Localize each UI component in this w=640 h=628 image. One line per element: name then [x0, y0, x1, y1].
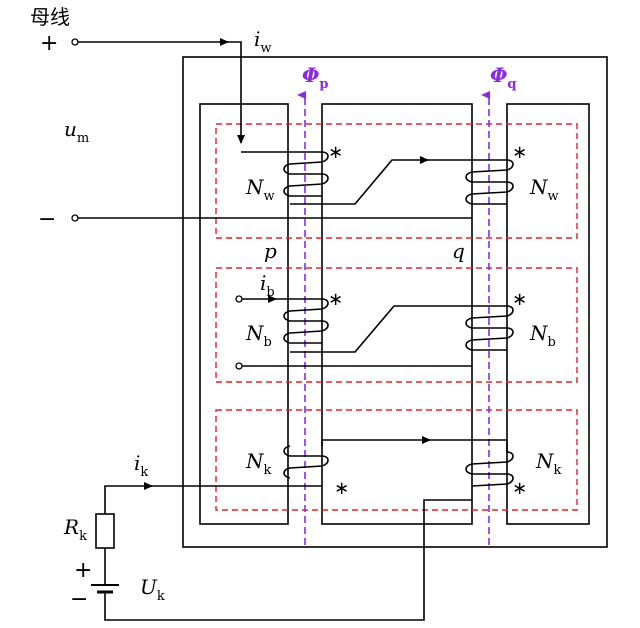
nb-input-terminal-top — [235, 295, 243, 303]
coil-nk-left — [283, 445, 329, 479]
core-window-right — [506, 103, 590, 525]
coil-nb-left — [283, 298, 329, 344]
battery-minus-sign: − — [70, 587, 88, 612]
label-um: um — [64, 117, 89, 146]
nk-top-wire — [321, 436, 431, 446]
nw-crossover-wire — [290, 156, 429, 205]
label-ik: ik — [134, 451, 148, 480]
polarity-marker-nb-right: ∗ — [512, 289, 527, 310]
bus-plus-terminal — [71, 38, 79, 46]
control-return-wire — [104, 499, 472, 621]
polarity-marker-nb-left: ∗ — [328, 289, 343, 310]
bus-minus-sign: − — [38, 207, 56, 232]
core-window-left — [199, 103, 289, 525]
resistor-rk — [95, 513, 115, 549]
coil-nk-right — [465, 440, 514, 487]
coil-nw-right — [465, 159, 514, 205]
label-uk: Uk — [140, 575, 165, 604]
bus-title: 母线 — [30, 5, 70, 29]
label-nb-right: Nb — [529, 321, 556, 350]
label-ib: ib — [260, 271, 275, 300]
nb-input-terminal-bottom — [235, 362, 243, 370]
nb-crossover-wire — [290, 305, 507, 353]
polarity-marker-nw-left: ∗ — [328, 142, 343, 163]
label-nb-left: Nb — [245, 321, 272, 350]
battery-plus-sign: + — [74, 558, 92, 583]
label-rk: Rk — [63, 515, 87, 544]
iw-down-wire — [226, 41, 245, 144]
label-p: p — [264, 239, 277, 263]
winding-zone-k — [215, 409, 578, 511]
core-outer — [182, 56, 608, 548]
label-nk-right: Nk — [535, 449, 562, 478]
polarity-marker-nk-left: ∗ — [334, 478, 349, 499]
label-nw-left: Nw — [245, 175, 275, 204]
polarity-marker-nw-right: ∗ — [512, 142, 527, 163]
coil-nb-right — [465, 305, 514, 351]
polarity-marker-nk-right: ∗ — [512, 478, 527, 499]
core-window-middle — [321, 103, 473, 525]
label-phi-p: Φp — [302, 63, 329, 92]
label-nw-right: Nw — [529, 175, 559, 204]
bus-plus-sign: + — [40, 31, 58, 56]
label-q: q — [452, 239, 465, 263]
coil-nw-left — [283, 151, 329, 197]
winding-zone-b — [215, 267, 578, 383]
label-phi-q: Φq — [490, 63, 517, 92]
winding-zone-w — [215, 123, 578, 239]
label-nk-left: Nk — [245, 449, 272, 478]
label-iw: iw — [254, 27, 272, 56]
bus-minus-terminal — [71, 214, 79, 222]
